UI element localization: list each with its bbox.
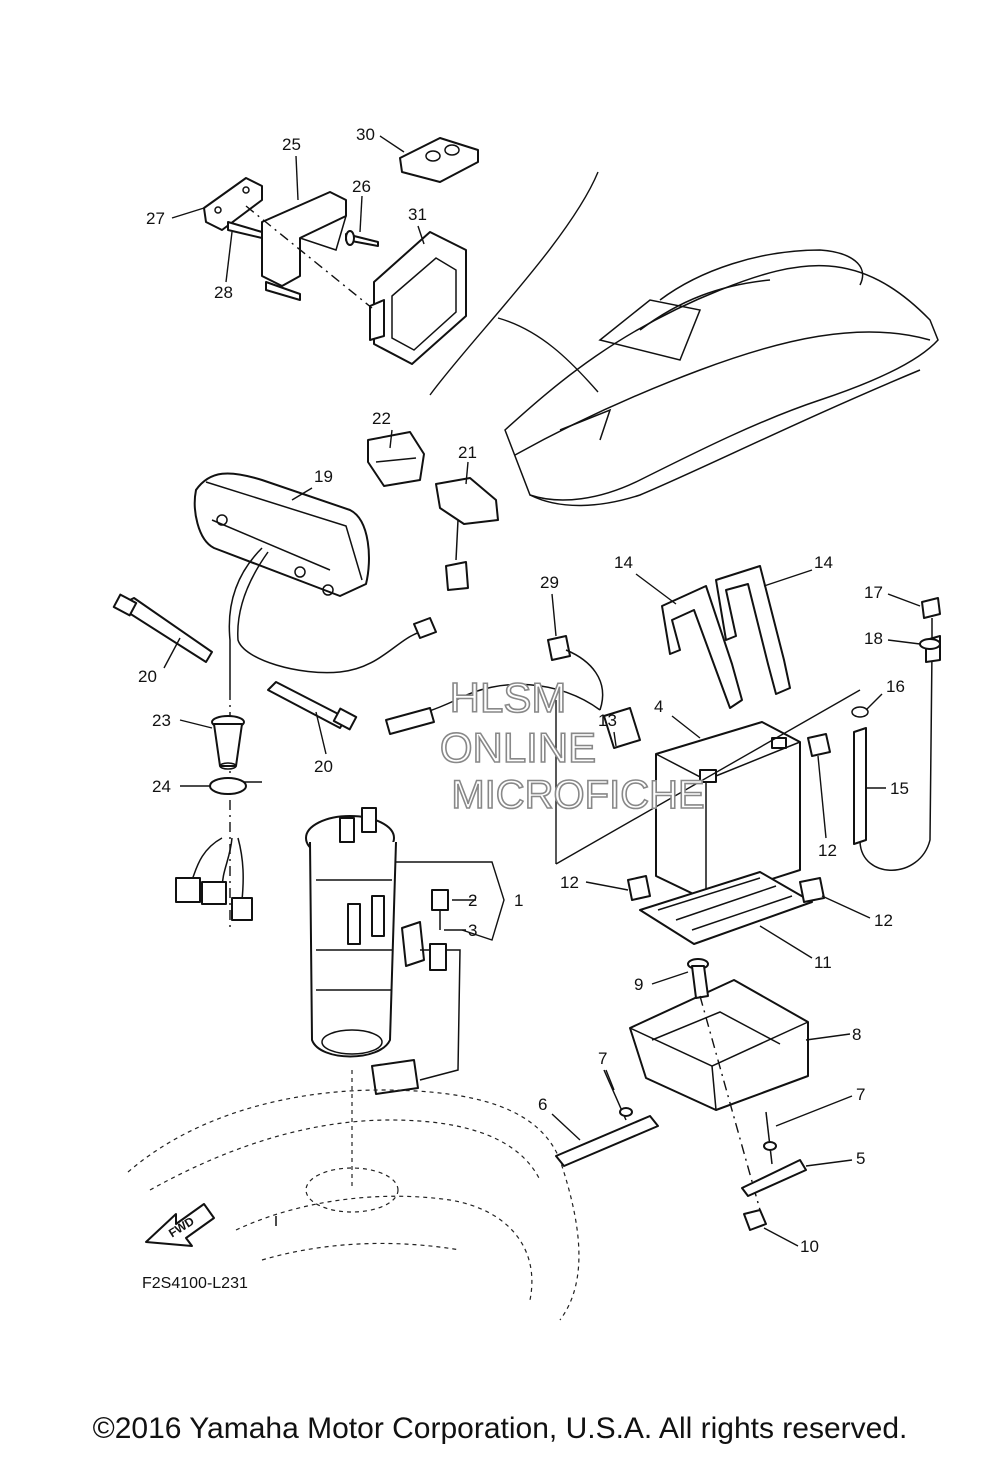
watermark-line-3: MICROFICHE	[451, 773, 704, 817]
battery-strap-left	[661, 585, 743, 709]
watercraft-illustration	[504, 249, 939, 507]
sensor-lead	[385, 635, 604, 735]
callout-2: 2	[468, 891, 477, 910]
nut	[743, 1209, 767, 1231]
callout-30: 30	[356, 125, 375, 144]
cable-tie-lower	[267, 681, 358, 731]
callout-26: 26	[352, 177, 371, 196]
callout-20b: 20	[314, 757, 333, 776]
battery-box	[629, 979, 809, 1111]
callout-bracket-1	[396, 861, 505, 941]
callout-1: 1	[514, 891, 523, 910]
switch-left	[435, 477, 499, 591]
assembly-centerline	[245, 205, 373, 309]
lower-harness	[175, 837, 253, 921]
callout-10: 10	[800, 1237, 819, 1256]
pump-connector	[429, 889, 449, 971]
watermark: HLSM ONLINE MICROFICHE	[439, 673, 705, 818]
callout-31: 31	[408, 205, 427, 224]
callout-labels: 30 25 26 31 27 28 22 21 19 20 20 23 24 1…	[138, 125, 921, 1256]
callout-19: 19	[314, 467, 333, 486]
bracket-bolt	[227, 221, 263, 239]
spacer-pads	[603, 707, 831, 903]
fuel-pump-assembly	[305, 807, 397, 1058]
watermark-line-1: HLSM	[450, 674, 567, 721]
hose-clip	[851, 706, 869, 718]
stay-left	[555, 1069, 659, 1167]
fuel-sender-unit	[371, 921, 461, 1095]
callout-24: 24	[152, 777, 171, 796]
multifunction-meter	[193, 472, 370, 597]
callout-28: 28	[214, 283, 233, 302]
detail-pointer-line-2	[497, 317, 599, 393]
fwd-arrow-icon: FWD	[145, 1203, 215, 1247]
callout-12c: 12	[874, 911, 893, 930]
mounting-plate	[203, 177, 263, 231]
bracket-screw	[345, 230, 379, 247]
callout-11: 11	[814, 953, 832, 972]
callout-14a: 14	[614, 553, 633, 572]
callout-14b: 14	[814, 553, 833, 572]
callout-16: 16	[886, 677, 905, 696]
receiver-unit	[369, 231, 467, 365]
callout-8: 8	[852, 1025, 861, 1044]
callout-20a: 20	[138, 667, 157, 686]
switch-right	[367, 431, 425, 487]
callout-7b: 7	[856, 1085, 865, 1104]
callout-15: 15	[890, 779, 909, 798]
callout-13: 13	[598, 711, 617, 730]
figure-code: F2S4100-L231	[142, 1275, 248, 1292]
callout-6: 6	[538, 1095, 547, 1114]
copyright-notice: ©2016 Yamaha Motor Corporation, U.S.A. A…	[92, 1412, 908, 1445]
callout-27: 27	[146, 209, 165, 228]
callout-12a: 12	[818, 841, 837, 860]
battery-guide-line	[555, 689, 861, 865]
callout-9: 9	[634, 975, 643, 994]
detail-pointer-line	[429, 171, 599, 396]
callout-5: 5	[856, 1149, 865, 1168]
callout-25: 25	[282, 135, 301, 154]
callout-3: 3	[468, 921, 477, 940]
cable-tie-upper	[112, 593, 213, 663]
battery-case	[655, 721, 801, 901]
callout-7a: 7	[598, 1049, 607, 1068]
callout-18: 18	[864, 629, 883, 648]
grommet	[211, 715, 245, 770]
fuel-tank-outline	[127, 1070, 580, 1321]
mounting-bracket	[261, 191, 347, 301]
battery-pad	[639, 871, 813, 945]
callout-17: 17	[864, 583, 883, 602]
stay-right	[741, 1111, 807, 1197]
box-centerline	[699, 995, 761, 1211]
callout-22: 22	[372, 409, 391, 428]
meter-harness	[228, 547, 437, 690]
vent-hose	[853, 597, 941, 871]
watermark-line-2: ONLINE	[440, 724, 596, 771]
hose-clamp	[209, 777, 262, 795]
box-bolt	[687, 958, 709, 999]
callout-29: 29	[540, 573, 559, 592]
callout-23: 23	[152, 711, 171, 730]
battery-strap-right	[715, 565, 791, 695]
callout-12b: 12	[560, 873, 579, 892]
callout-21: 21	[458, 443, 477, 462]
remote-transmitter	[399, 137, 479, 183]
callout-4: 4	[654, 697, 663, 716]
